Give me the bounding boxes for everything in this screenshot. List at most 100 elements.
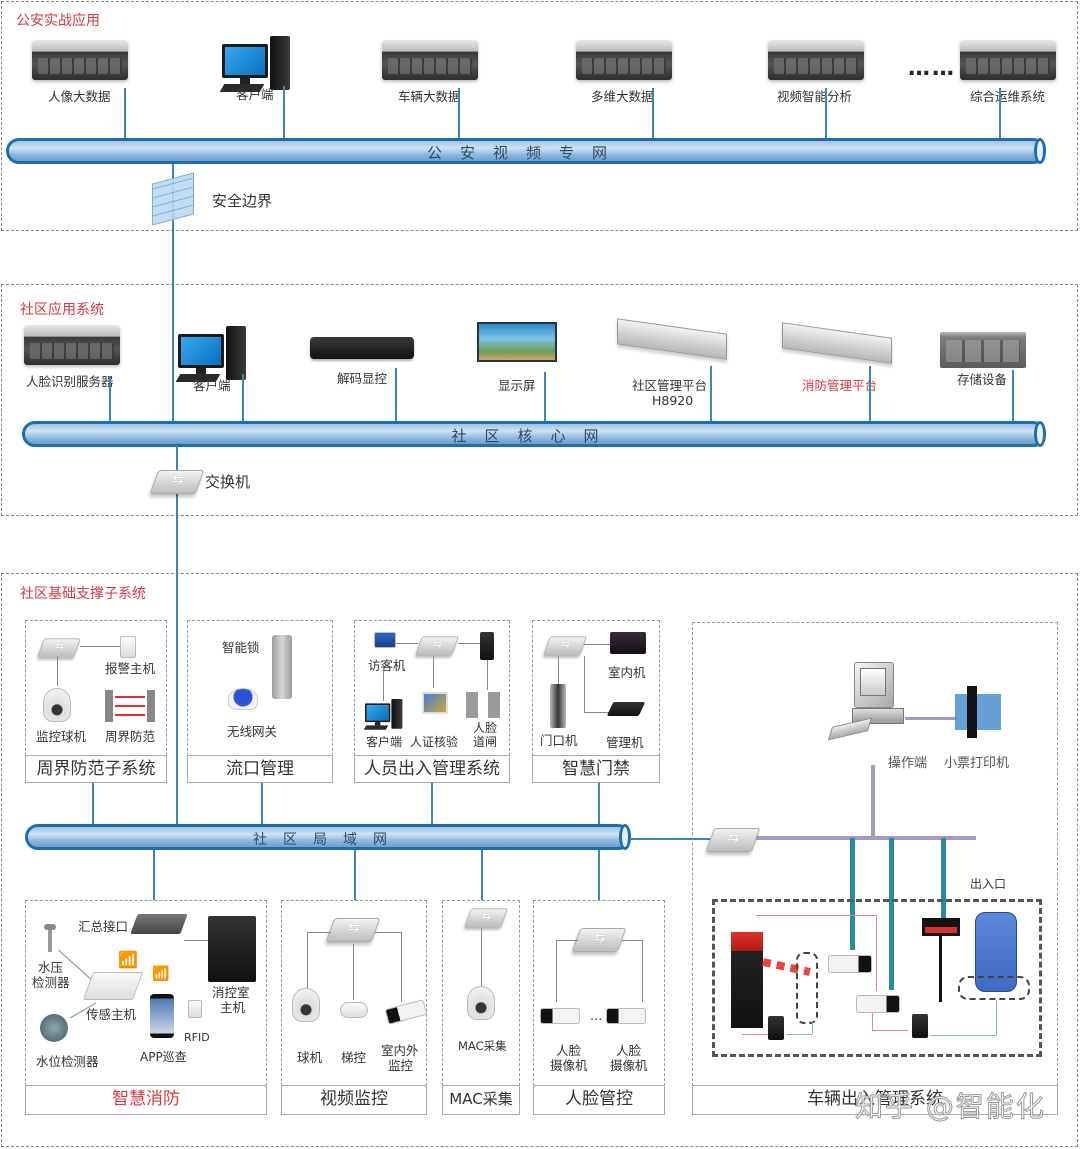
subsystem-name: 流口管理 — [187, 755, 333, 783]
face-camera-icon — [540, 1008, 580, 1024]
switch-icon — [464, 908, 508, 928]
zone-title-community-base: 社区基础支撑子系统 — [20, 586, 146, 602]
network-label: 社区局域网 — [253, 832, 403, 848]
dome-camera-icon — [292, 988, 320, 1022]
server-icon — [382, 40, 478, 80]
link-line — [375, 932, 401, 933]
link-line — [642, 940, 643, 1002]
item-label: 人脸 — [556, 1043, 582, 1058]
watermark: 知乎 @智能化 — [855, 1090, 1046, 1124]
item-label: 主机 — [220, 1000, 246, 1015]
dome-camera-icon — [43, 688, 71, 722]
link-line — [184, 940, 208, 941]
device-label-multi-bigdata: 多维大数据 — [591, 89, 654, 104]
link-line — [124, 88, 126, 140]
sensor-host-icon — [82, 972, 144, 1000]
link-line — [57, 656, 58, 686]
lpr-camera-icon — [856, 995, 900, 1013]
subsystem-name: 视频监控 — [281, 1085, 427, 1115]
link-line — [401, 932, 402, 1002]
link-line — [996, 1000, 997, 1035]
link-line — [1012, 370, 1014, 422]
item-label: MAC采集 — [458, 1039, 507, 1053]
item-label: 管理机 — [606, 735, 644, 750]
printer-label: 小票打印机 — [944, 756, 1010, 771]
barrier-gate-icon — [731, 932, 763, 1028]
phone-icon — [150, 994, 174, 1038]
visitor-machine-icon — [374, 632, 396, 648]
link-line — [481, 928, 482, 986]
server-icon — [960, 40, 1056, 80]
server-icon — [768, 40, 864, 80]
zone-public-security — [1, 1, 1078, 231]
zone-title-public-security: 公安实战应用 — [16, 13, 100, 29]
link-line — [383, 665, 384, 701]
wireless-gateway-icon — [228, 688, 258, 710]
link-line — [458, 643, 480, 644]
operator-label: 操作端 — [888, 756, 928, 771]
rfid-tag-icon — [188, 1000, 202, 1018]
network-pipe-community-lan: 社区局域网 — [25, 824, 631, 850]
link-line — [307, 932, 308, 988]
link-line — [598, 850, 600, 900]
item-label: 梯控 — [341, 1050, 367, 1065]
link-line — [850, 838, 855, 950]
link-line — [742, 1034, 768, 1035]
item-label: 摄像机 — [550, 1058, 588, 1073]
aggregation-interface-icon — [130, 914, 188, 934]
subsystem-name: 人员出入管理系统 — [354, 755, 510, 783]
device-label-client: 客户端 — [236, 87, 274, 102]
subsystem-name: 周界防范子系统 — [25, 755, 167, 783]
security-boundary-label: 安全边界 — [212, 192, 273, 210]
item-label: 无线网关 — [227, 724, 278, 739]
link-line — [261, 783, 263, 825]
link-line — [999, 88, 1001, 140]
item-label: 门口机 — [540, 733, 578, 748]
item-label: 客户端 — [366, 735, 403, 749]
link-line — [622, 940, 642, 941]
alarm-host-icon — [120, 636, 136, 658]
detection-loop-icon — [796, 952, 818, 1024]
door-station-icon — [550, 684, 566, 728]
link-line — [92, 783, 94, 825]
item-label: 球机 — [297, 1050, 323, 1065]
link-line — [876, 915, 877, 991]
device-label-client: 客户端 — [193, 378, 231, 393]
smart-lock-icon — [272, 635, 292, 699]
item-label: 智能锁 — [222, 640, 260, 655]
link-line — [652, 88, 654, 140]
link-line — [872, 1030, 908, 1031]
item-label: APP巡查 — [140, 1050, 187, 1064]
link-line — [584, 712, 610, 713]
vehicle-icon — [975, 912, 1017, 992]
link-line — [941, 838, 946, 918]
fire-control-host-icon — [208, 916, 256, 982]
link-line — [710, 366, 712, 422]
network-label: 公安视频专网 — [426, 144, 625, 162]
face-gate-icon — [466, 692, 500, 718]
device-label-portrait-bigdata: 人像大数据 — [48, 89, 111, 104]
display-screen-icon — [477, 322, 557, 362]
device-label-video-analytics: 视频智能分析 — [777, 89, 853, 104]
link-line — [544, 372, 546, 422]
operator-workstation-icon — [827, 662, 910, 742]
item-label: 人脸 — [473, 721, 498, 735]
item-label: 监控球机 — [36, 729, 87, 744]
item-label: 道闸 — [473, 735, 498, 749]
item-label: 报警主机 — [105, 661, 156, 676]
switch-icon — [705, 828, 761, 852]
card-reader-icon — [912, 1014, 928, 1038]
device-label-storage: 存储设备 — [957, 372, 1008, 387]
device-label-decoder: 解码显控 — [337, 371, 388, 386]
zone-community-base — [1, 573, 1078, 1147]
entrance-label: 出入口 — [970, 877, 1007, 891]
item-label: 人证核验 — [410, 735, 459, 749]
link-line — [869, 366, 871, 422]
switch-icon — [149, 470, 205, 494]
item-label: 监控 — [388, 1058, 414, 1073]
switch-icon — [415, 636, 459, 656]
detection-loop-icon — [958, 976, 1030, 1000]
link-line — [872, 1012, 873, 1030]
link-line — [433, 656, 434, 688]
item-label: 消控室 — [212, 985, 250, 1000]
